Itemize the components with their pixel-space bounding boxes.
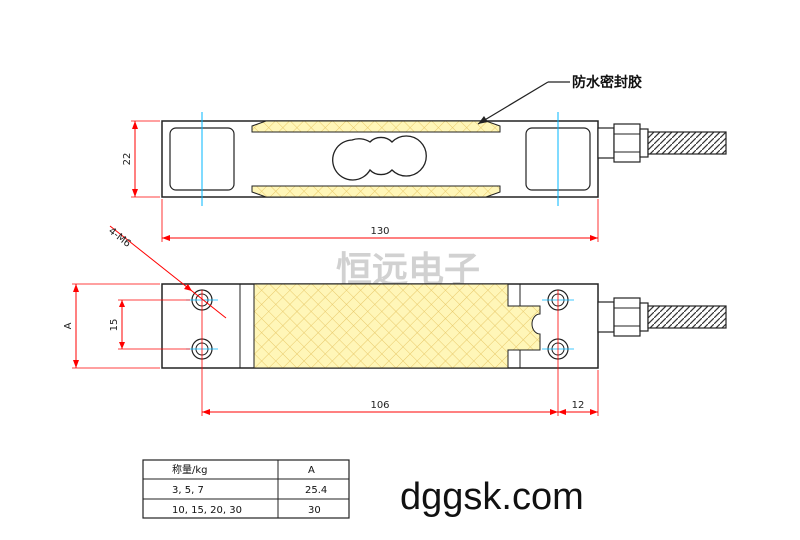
dim-a-label: A — [63, 322, 74, 329]
table-cell: 30 — [308, 505, 321, 516]
website-url: dggsk.com — [400, 476, 584, 518]
hole-leader — [109, 225, 227, 319]
dim-106-label: 106 — [370, 400, 389, 411]
table-header-capacity: 称量/kg — [172, 463, 208, 476]
cable-gland-nut — [613, 123, 641, 163]
dim-15-label: 15 — [109, 319, 120, 332]
callout-leader — [477, 81, 549, 125]
cable-gland — [597, 301, 615, 333]
table-cell: 3, 5, 7 — [172, 485, 204, 496]
height-dim-label: 22 — [122, 153, 133, 166]
glue-area — [253, 283, 541, 369]
glue-strip-bottom — [251, 185, 501, 198]
length-dim-label: 130 — [370, 226, 389, 237]
cable-gland — [597, 127, 615, 159]
cable — [647, 305, 727, 329]
hole-spec-label: 4-M6 — [106, 226, 132, 250]
dim-12-label: 12 — [572, 400, 585, 411]
capacity-table: 称量/kg A 3, 5, 7 25.4 10, 15, 20, 30 30 — [142, 459, 350, 519]
top-view: 22 130 防水密封胶 — [122, 74, 727, 242]
center-cutout — [332, 135, 427, 181]
bottom-view: 4-M6 A 15 106 12 — [63, 225, 727, 416]
glue-strip-top — [251, 120, 501, 133]
cable-gland-nut — [613, 297, 641, 337]
table-header-a: A — [308, 465, 315, 476]
cable — [647, 131, 727, 155]
table-cell: 25.4 — [305, 485, 327, 496]
table-cell: 10, 15, 20, 30 — [172, 505, 242, 516]
sealant-callout: 防水密封胶 — [572, 74, 642, 91]
